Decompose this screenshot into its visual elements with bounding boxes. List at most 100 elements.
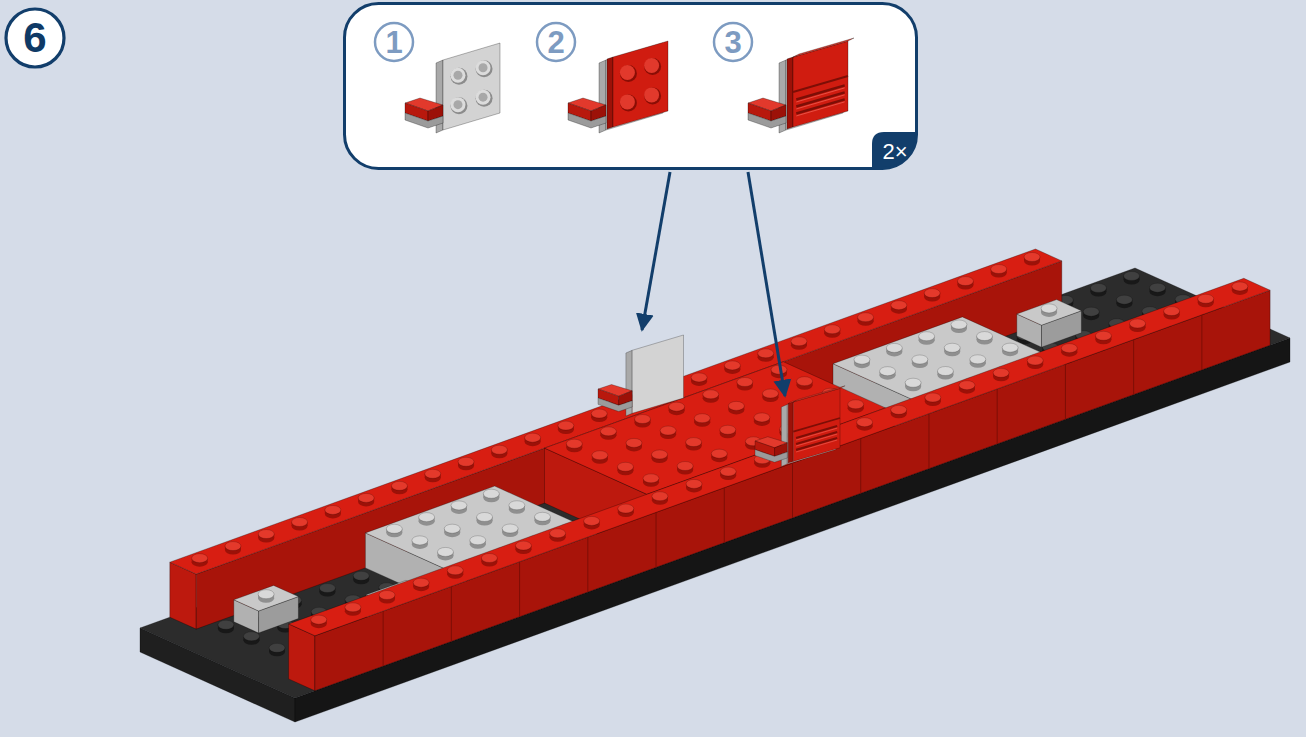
- stud: [991, 265, 1007, 274]
- stud: [959, 381, 975, 390]
- brick-seam: [519, 562, 520, 617]
- substep-number: 3: [712, 21, 754, 63]
- stud: [479, 93, 488, 102]
- stud: [905, 378, 921, 387]
- grille-groove: [796, 99, 844, 113]
- callout-number: 6: [23, 17, 46, 59]
- stud: [919, 332, 935, 341]
- stud: [691, 373, 707, 382]
- stud: [292, 517, 308, 526]
- stud: [970, 355, 986, 364]
- stud: [509, 501, 525, 510]
- stud: [618, 504, 634, 513]
- stud: [758, 349, 774, 358]
- stud: [1061, 344, 1077, 353]
- stud: [444, 524, 460, 533]
- callout-number: 3: [724, 27, 741, 58]
- stud: [891, 405, 907, 414]
- stud: [652, 450, 668, 459]
- stud: [703, 390, 719, 399]
- brick-seam: [860, 438, 861, 493]
- stud: [1027, 356, 1043, 365]
- stud: [944, 343, 960, 352]
- callout-box: [345, 4, 917, 169]
- stud: [993, 368, 1009, 377]
- gray-brick: [234, 585, 299, 611]
- brick-seam: [656, 512, 657, 567]
- stud: [243, 632, 259, 641]
- stud: [419, 513, 435, 522]
- brick-seam: [1133, 340, 1134, 395]
- bracket-piece: [748, 38, 854, 133]
- stud: [192, 554, 208, 563]
- stud: [502, 524, 518, 533]
- brick-seam: [928, 414, 929, 469]
- stud: [413, 578, 429, 587]
- stud: [660, 426, 676, 435]
- stud: [686, 479, 702, 488]
- step-circle: [6, 9, 64, 67]
- stud: [924, 289, 940, 298]
- stud: [358, 493, 374, 502]
- stud: [483, 489, 499, 498]
- bracket-leg: [598, 398, 632, 412]
- grille-groove: [796, 440, 837, 452]
- stud: [620, 65, 635, 80]
- bracket-leg: [405, 113, 443, 128]
- stud: [1095, 331, 1111, 340]
- substep-number: 1: [373, 21, 415, 63]
- stud: [515, 541, 531, 550]
- stud: [353, 571, 369, 580]
- base-plate: [140, 268, 1290, 698]
- tile-top: [793, 386, 845, 402]
- brick-seam: [1065, 364, 1066, 419]
- stud: [925, 393, 941, 402]
- stud: [476, 60, 493, 77]
- stud: [600, 427, 616, 436]
- brick-seam: [451, 586, 452, 641]
- stud: [644, 87, 661, 104]
- stud: [762, 389, 778, 398]
- stud: [386, 524, 402, 533]
- step-number: 6: [4, 7, 66, 69]
- stud: [1232, 282, 1248, 291]
- stud: [447, 566, 463, 575]
- stud: [644, 58, 659, 73]
- stud: [620, 65, 637, 82]
- front-wall: [289, 278, 1271, 636]
- substep-number: 2: [535, 21, 577, 63]
- leader-arrow: [642, 172, 670, 330]
- stud: [1198, 294, 1214, 303]
- stud: [1041, 304, 1057, 313]
- stud: [1150, 283, 1166, 292]
- stud: [258, 530, 274, 539]
- stud: [720, 425, 736, 434]
- brick-seam: [1201, 315, 1202, 370]
- callout-number: 1: [385, 27, 402, 58]
- stud: [854, 355, 870, 364]
- stud: [258, 590, 274, 599]
- bracket-leg: [748, 113, 786, 128]
- stud: [644, 58, 661, 75]
- stud: [1124, 271, 1140, 280]
- substep-circle: [375, 23, 413, 61]
- stud: [319, 584, 335, 593]
- stud: [677, 462, 693, 471]
- stud: [635, 415, 651, 424]
- stud: [534, 512, 550, 521]
- stud: [584, 516, 600, 525]
- brick-seam: [792, 463, 793, 518]
- stud: [379, 590, 395, 599]
- stud: [476, 60, 491, 75]
- brick-seam: [724, 488, 725, 543]
- stud: [450, 68, 467, 85]
- placed-pieces: [598, 335, 845, 467]
- bracket-face: [443, 43, 500, 130]
- stud: [951, 320, 967, 329]
- stud: [824, 325, 840, 334]
- stud: [391, 481, 407, 490]
- stud: [451, 501, 467, 510]
- stud: [345, 603, 361, 612]
- stud: [476, 90, 493, 107]
- brick-seam: [587, 537, 588, 592]
